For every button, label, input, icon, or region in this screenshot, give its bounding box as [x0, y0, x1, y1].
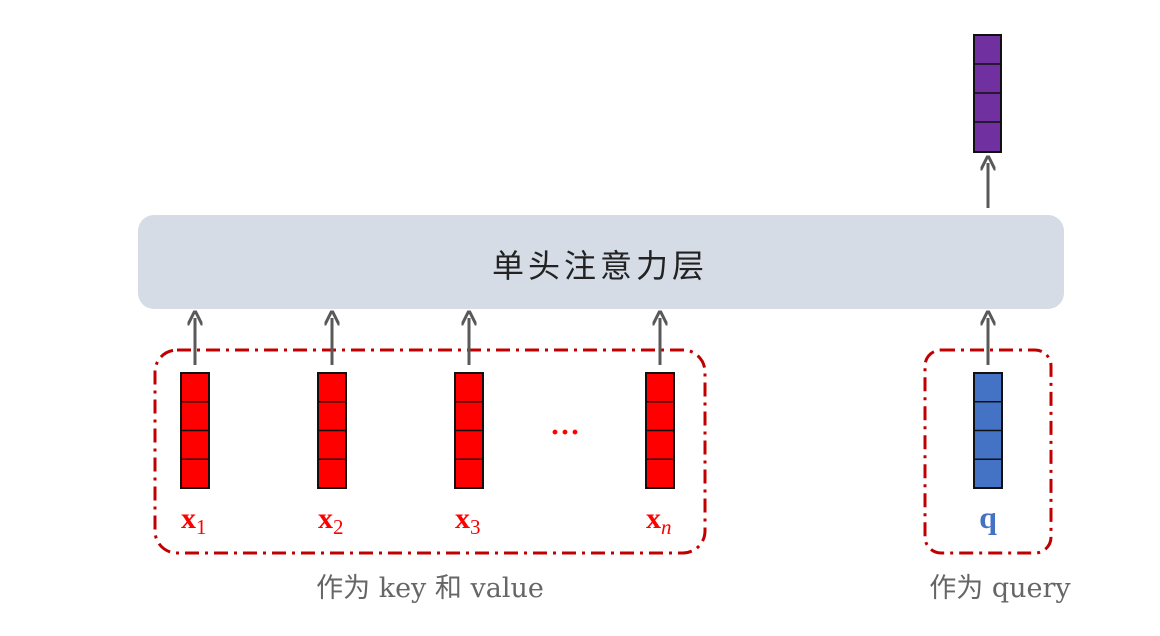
input-vectors: x1 x2 x3 xn: [180, 318, 675, 539]
input-label: x1: [181, 502, 207, 539]
ellipsis: ···: [550, 416, 580, 449]
output-vector: [973, 34, 1002, 153]
input-label: xn: [646, 502, 672, 539]
key-value-caption: 作为 key 和 value: [316, 573, 544, 604]
input-label: x2: [318, 502, 344, 539]
query-group: [923, 348, 1053, 555]
key-value-group: [153, 348, 707, 555]
input-vector-x3: x3: [454, 318, 484, 539]
input-vector-x1: x1: [180, 318, 210, 539]
query-vector: [973, 372, 1003, 489]
attention-layer: 单头注意力层: [138, 215, 1064, 309]
input-vector-x2: x2: [317, 318, 347, 539]
input-label: x3: [455, 502, 481, 539]
query-label: q: [979, 499, 997, 535]
attention-layer-label: 单头注意力层: [492, 247, 708, 285]
input-vector-xn: xn: [645, 318, 675, 539]
query-caption: 作为 query: [929, 573, 1071, 604]
